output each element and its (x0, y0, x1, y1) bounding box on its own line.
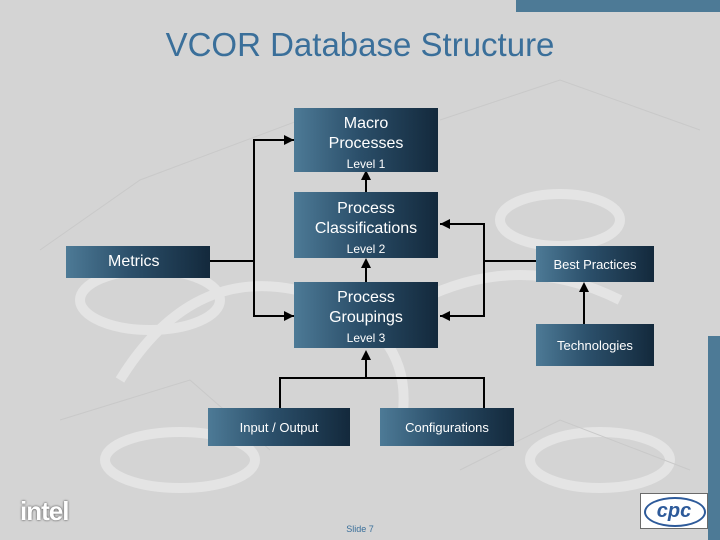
macro-processes-line2: Processes (328, 135, 404, 152)
page-title: VCOR Database Structure (165, 26, 555, 63)
cpc-logo: cpc (640, 493, 708, 529)
process-groupings-line1: Process (337, 289, 395, 306)
accent-bar-right (708, 336, 720, 540)
process-classifications-line2: Classifications (314, 220, 418, 237)
process-groupings-level: Level 3 (346, 331, 386, 345)
cpc-logo-ring (644, 497, 706, 527)
input-output-box: Input / Output (208, 408, 350, 446)
process-groupings-line2: Groupings (329, 309, 403, 326)
process-groupings-box: Process Groupings Level 3 (294, 282, 438, 348)
intel-logo: intel (20, 496, 69, 526)
process-classifications-level: Level 2 (346, 242, 386, 256)
metrics-box: Metrics (66, 246, 210, 278)
best-practices-box: Best Practices (536, 246, 654, 282)
process-classifications-box: Process Classifications Level 2 (294, 192, 438, 258)
configurations-box: Configurations (380, 408, 514, 446)
technologies-box: Technologies (536, 324, 654, 366)
accent-bar-top (516, 0, 720, 12)
macro-processes-box: Macro Processes Level 1 (294, 108, 438, 172)
macro-processes-line1: Macro (343, 115, 389, 132)
slide-number: Slide 7 (346, 524, 374, 534)
process-classifications-line1: Process (337, 200, 395, 217)
macro-processes-level: Level 1 (346, 157, 386, 171)
